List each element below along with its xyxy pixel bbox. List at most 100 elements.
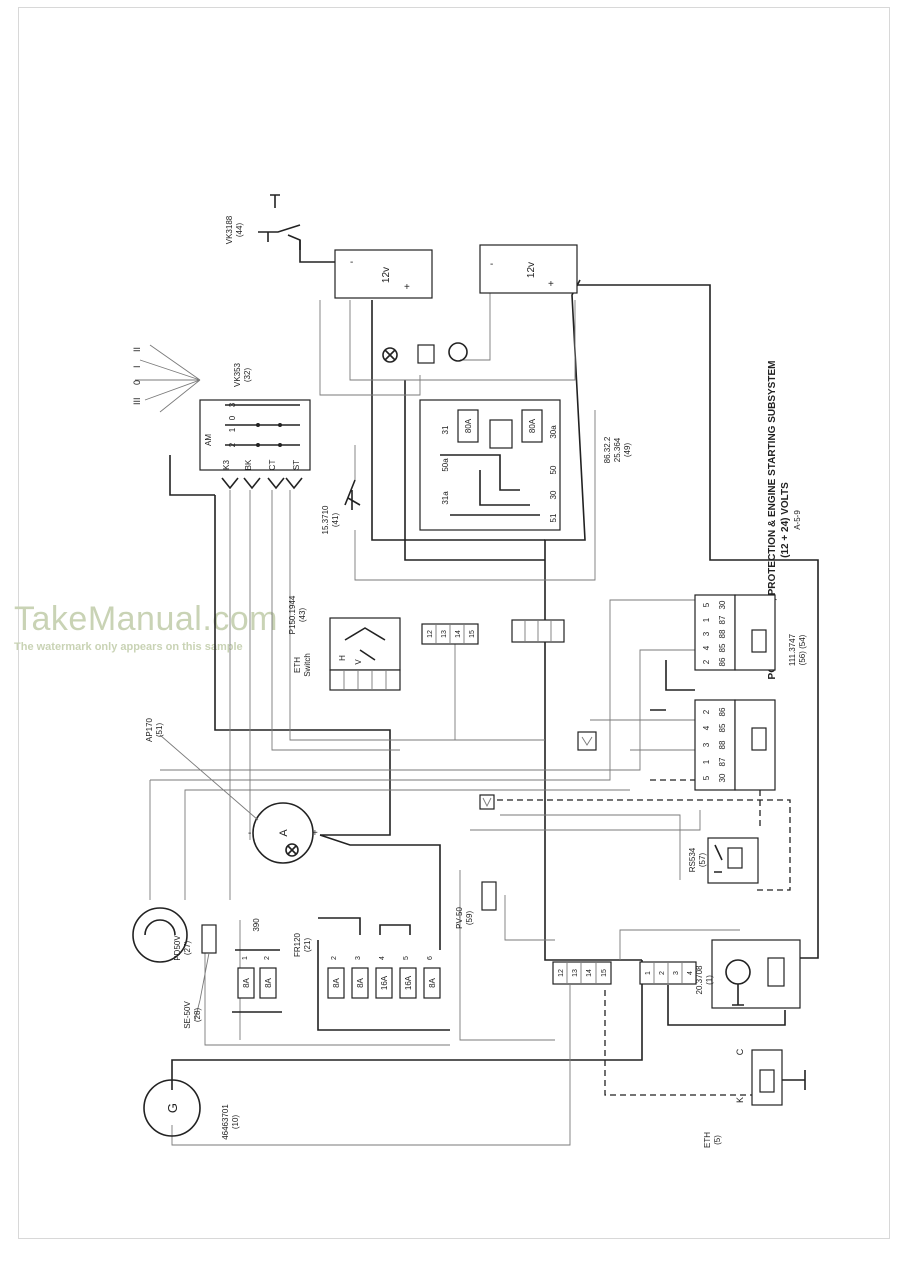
- fr120-ref: (21): [303, 938, 312, 953]
- svg-text:4: 4: [379, 956, 386, 960]
- svg-text:31: 31: [441, 425, 450, 434]
- svg-text:30: 30: [718, 600, 727, 609]
- battery-b: 12v - +: [479, 244, 578, 294]
- svg-text:16A: 16A: [404, 975, 413, 990]
- starter-203708: 20.3708 (1): [695, 939, 801, 1009]
- eth-relay-c: C: [735, 1048, 745, 1055]
- svg-text:87: 87: [718, 615, 727, 624]
- svg-text:50: 50: [549, 465, 558, 474]
- svg-text:1: 1: [702, 617, 711, 622]
- alternator-code: 46463701: [221, 1104, 230, 1140]
- relay-113747-code: 111.3747: [788, 633, 797, 666]
- svg-text:8A: 8A: [242, 977, 251, 987]
- eth-switch: H V P150.1944 (43) ETH Switch: [288, 595, 401, 691]
- thin-wires: [149, 250, 740, 1146]
- rs534-ref: (57): [698, 853, 707, 868]
- starter-ref: (1): [705, 975, 714, 985]
- ignition-vk353: III 0 I II VK353 (32) AM 2 1 0 3 K3 BK C: [132, 344, 311, 490]
- svg-text:1: 1: [702, 759, 711, 764]
- svg-text:88: 88: [718, 740, 727, 749]
- svg-text:14: 14: [586, 969, 593, 977]
- ap170-code: AP170: [145, 717, 154, 742]
- connector-12-15-bottom: 12 13 14 15: [552, 961, 612, 985]
- svg-text:8A: 8A: [264, 977, 273, 987]
- eth-switch-code: P150.1944: [288, 595, 297, 634]
- fuse-390-1: [237, 967, 255, 999]
- eth-relay-k: K: [735, 1097, 745, 1103]
- battery-a-plus: +: [404, 282, 410, 293]
- switch-vk3188: VK3188 (44): [225, 194, 301, 250]
- svg-text:0: 0: [228, 415, 237, 420]
- svg-text:31a: 31a: [441, 491, 450, 505]
- svg-text:ST: ST: [292, 460, 301, 470]
- ap170-minus: -: [248, 828, 251, 839]
- fr120-code: FR120: [293, 932, 302, 957]
- svg-text:II: II: [132, 347, 142, 352]
- vk3188-code: VK3188: [225, 215, 234, 244]
- svg-text:Switch: Switch: [303, 653, 312, 677]
- fuse-80a-left: [457, 409, 479, 443]
- pv50-body: [481, 881, 497, 911]
- svg-text:6: 6: [427, 956, 434, 960]
- svg-text:15: 15: [469, 630, 476, 638]
- svg-text:5: 5: [403, 956, 410, 960]
- fuse-fr120-5: [399, 967, 417, 999]
- dashed-wires: [487, 779, 791, 1096]
- pv50-code: PV-50: [455, 907, 464, 929]
- relay-113747-refs: (56) (54): [798, 634, 807, 665]
- se50v-code: SE-50V: [183, 1001, 192, 1029]
- title-line2: (12 + 24) VOLTS: [780, 482, 791, 558]
- battery-b-body: [479, 244, 578, 294]
- diagram-title: POWER SUPPLY, PROTECTION & ENGINE STARTI…: [767, 361, 802, 680]
- svg-text:5: 5: [702, 775, 711, 780]
- svg-text:I: I: [132, 365, 142, 368]
- svg-text:2: 2: [264, 956, 271, 960]
- watermark-brand: TakeManual.com: [14, 600, 279, 638]
- small-connectors: [479, 731, 597, 810]
- svg-text:1: 1: [242, 956, 249, 960]
- battery-a: 12v - +: [334, 249, 433, 299]
- relay-86322-ref: (49): [623, 443, 632, 458]
- relay-113747-lower: 2 4 3 1 5 86 85 88 87 30: [702, 707, 727, 782]
- fuse-80a-right: [521, 409, 543, 443]
- vk353-bottom-terms: K3 BK CT ST: [222, 459, 301, 470]
- svg-text:0: 0: [132, 380, 142, 385]
- svg-text:13: 13: [441, 630, 448, 638]
- svg-text:1: 1: [645, 971, 652, 975]
- ap170-dial: [252, 802, 314, 864]
- relay-113747: 5 1 3 4 2 30 87 88 85 86 2 4 3 1 5 86 85…: [650, 594, 807, 791]
- resistor-pv50: PV-50 (59): [455, 881, 497, 929]
- title-line1: POWER SUPPLY, PROTECTION & ENGINE STARTI…: [767, 361, 778, 680]
- vk353-code: VK353: [233, 362, 242, 387]
- svg-text:16A: 16A: [380, 975, 389, 990]
- svg-text:4: 4: [702, 645, 711, 650]
- sensor-se50v: SE-50V (28): [183, 924, 217, 1029]
- starter-code: 20.3708: [695, 965, 704, 994]
- starter-body: [711, 939, 801, 1009]
- svg-text:4: 4: [702, 725, 711, 730]
- svg-text:30: 30: [549, 490, 558, 499]
- svg-text:14: 14: [455, 630, 462, 638]
- battery-b-voltage: 12v: [526, 262, 537, 278]
- alternator-letter: G: [165, 1103, 180, 1113]
- title-code: A-5-9: [793, 510, 802, 530]
- eth-relay-ref: (5): [713, 1135, 722, 1145]
- fuse-fr120-2: [327, 967, 345, 999]
- svg-text:8A: 8A: [428, 977, 437, 987]
- svg-text:ETH: ETH: [293, 657, 302, 673]
- page-frame: [18, 7, 890, 1239]
- svg-text:50a: 50a: [441, 458, 450, 472]
- svg-text:5: 5: [702, 602, 711, 607]
- alternator: G 46463701 (10): [143, 1079, 240, 1140]
- svg-text:85: 85: [718, 643, 727, 652]
- svg-text:86: 86: [718, 707, 727, 716]
- battery-a-voltage: 12v: [381, 267, 392, 283]
- ap170-plus: +: [312, 828, 318, 839]
- relay-rs534: RS534 (57): [688, 837, 759, 884]
- fuse-390-code: 390: [252, 918, 261, 932]
- svg-text:3: 3: [702, 742, 711, 747]
- sender-pd50v: PD50V (27): [132, 907, 192, 963]
- lamp-symbols: [382, 342, 468, 364]
- gauge-ap170: A - + AP170 (51): [145, 717, 318, 864]
